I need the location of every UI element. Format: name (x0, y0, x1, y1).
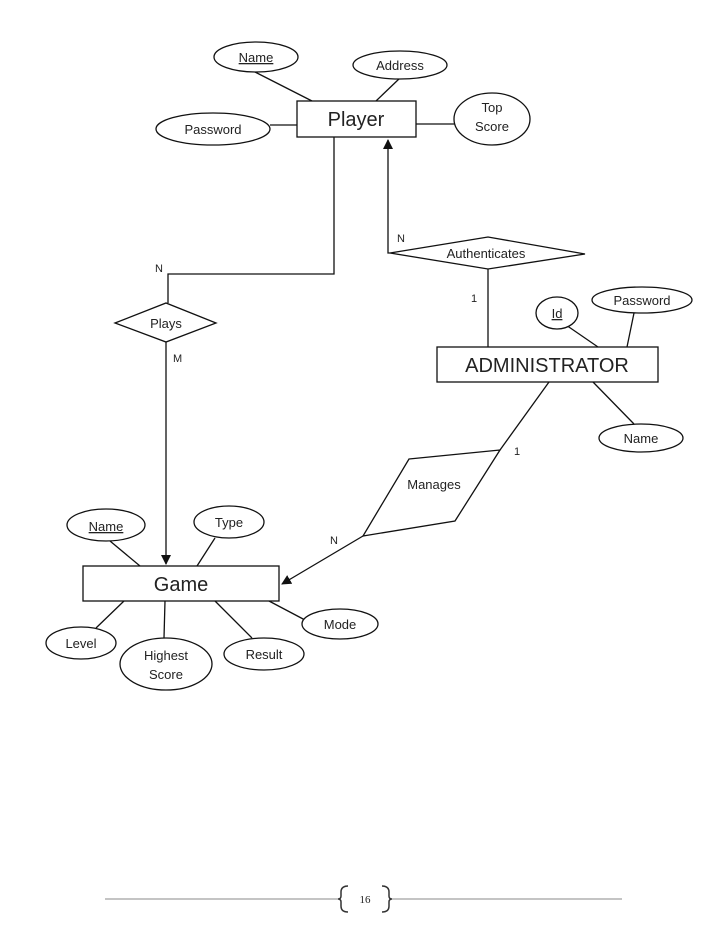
line-game-highest-score (163, 600, 166, 639)
attribute-player-name: Name (213, 41, 299, 73)
relationship-authenticates: Authenticates (389, 236, 586, 270)
relationship-authenticates-label: Authenticates (447, 246, 526, 261)
page-number: 16 (360, 894, 372, 906)
line-game-level (95, 600, 125, 629)
attribute-player-password-label: Password (184, 122, 241, 137)
entity-player-label: Player (328, 109, 385, 131)
attribute-game-highest-score-line2: Score (149, 667, 183, 682)
line-admin-password (626, 312, 635, 348)
attribute-admin-id: Id (535, 296, 579, 330)
attribute-player-address: Address (352, 50, 448, 80)
attribute-player-name-label: Name (239, 50, 274, 65)
entity-game-label: Game (154, 574, 208, 596)
attribute-admin-name-label: Name (624, 431, 659, 446)
cardinality-manages-admin: 1 (514, 446, 520, 458)
line-game-result (214, 600, 253, 639)
cardinality-authenticates-player: N (397, 233, 405, 245)
attribute-game-type: Type (193, 505, 265, 539)
attribute-game-type-label: Type (215, 515, 243, 530)
attribute-player-password: Password (155, 112, 271, 146)
attribute-game-level-label: Level (65, 636, 96, 651)
attribute-admin-password: Password (591, 286, 693, 314)
attribute-game-name: Name (66, 508, 146, 542)
attribute-game-mode-label: Mode (324, 617, 357, 632)
line-admin-id (565, 324, 599, 348)
relationship-plays: Plays (113, 302, 218, 343)
attribute-game-result-label: Result (246, 647, 283, 662)
entity-administrator-label: ADMINISTRATOR (465, 355, 629, 377)
attribute-admin-name: Name (598, 423, 684, 453)
footer-brace-left-icon (337, 885, 349, 913)
line-game-mode (268, 600, 306, 621)
relationship-plays-label: Plays (150, 316, 182, 331)
cardinality-authenticates-admin: 1 (471, 293, 477, 305)
line-player-address (375, 77, 401, 102)
connectors (95, 71, 635, 639)
attribute-game-highest-score-line1: Highest (144, 648, 188, 663)
cardinality-plays-game: M (173, 353, 182, 365)
line-game-name (109, 540, 141, 567)
line-admin-name (592, 381, 635, 425)
relationship-manages: Manages (361, 449, 502, 537)
line-admin-manages (499, 381, 550, 451)
entity-administrator: ADMINISTRATOR (436, 346, 659, 383)
relationship-manages-label: Manages (407, 477, 461, 492)
line-player-name (254, 71, 313, 102)
attribute-player-top-score-line2: Score (475, 119, 509, 134)
arrow-manages-game (281, 535, 364, 585)
arrow-authenticates-player (383, 139, 393, 254)
attribute-game-result: Result (223, 637, 305, 671)
attribute-admin-id-label: Id (552, 306, 563, 321)
attribute-game-level: Level (45, 626, 117, 660)
attribute-player-address-label: Address (376, 58, 424, 73)
attribute-player-top-score-line1: Top (482, 100, 503, 115)
attribute-admin-password-label: Password (613, 293, 670, 308)
attribute-game-mode: Mode (301, 608, 379, 640)
footer-brace-right-icon (381, 885, 393, 913)
attribute-game-highest-score: Highest Score (119, 637, 213, 691)
attribute-game-name-label: Name (89, 519, 124, 534)
page-footer: 16 (105, 885, 622, 913)
cardinality-manages-game: N (330, 535, 338, 547)
line-player-plays (167, 137, 335, 303)
cardinality-plays-player: N (155, 263, 163, 275)
line-game-type (196, 537, 216, 567)
attribute-player-top-score: Top Score (453, 92, 531, 146)
entity-game: Game (82, 565, 280, 602)
entity-player: Player (296, 100, 417, 138)
